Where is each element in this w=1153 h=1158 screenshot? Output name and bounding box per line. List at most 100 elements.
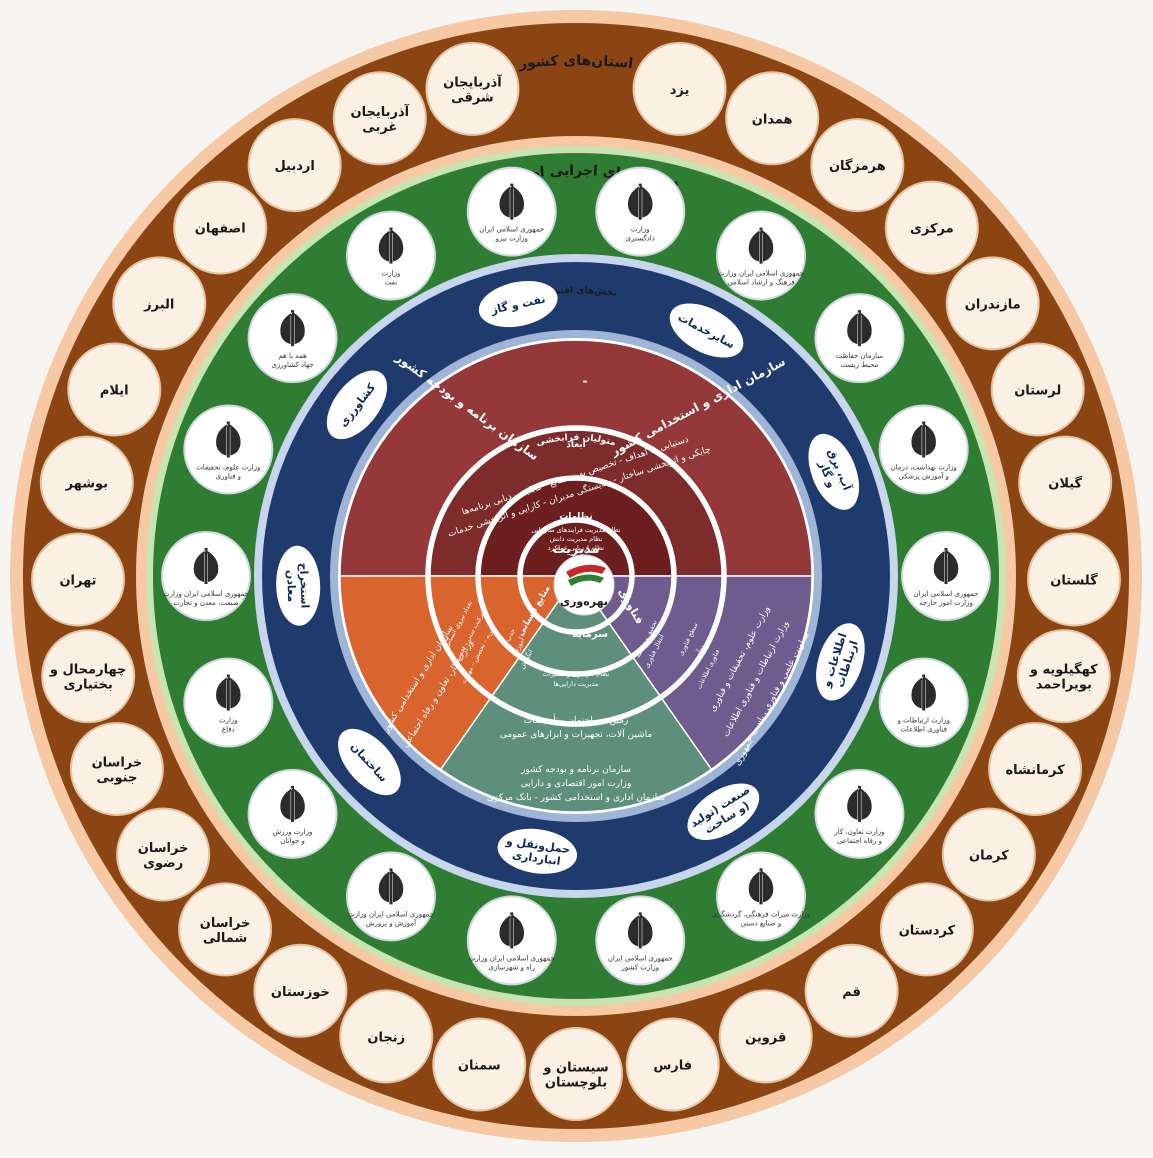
ministry-caption: وزارت علوم، تحقیقات — [196, 463, 260, 471]
custodian-capital-1: سازمان برنامه و بودجه کشور — [520, 765, 631, 775]
province-circle[interactable]: لرستان — [992, 343, 1084, 435]
province-label: قزوین — [745, 1030, 786, 1045]
province-label: گیلان — [1048, 476, 1082, 492]
ministry-caption: جمهوری اسلامی ایران — [608, 954, 673, 962]
province-label: شمالی — [203, 931, 247, 946]
ministry-caption: وزارت ارتباطات و — [897, 717, 950, 725]
custodian-capital-2: وزارت امور اقتصادی و دارایی — [521, 779, 632, 789]
ministry-caption: وزارت ورزش — [273, 828, 313, 836]
province-label: مازندران — [965, 297, 1021, 312]
ministry-caption: و فناوری — [216, 472, 241, 480]
ministry-caption: و آموزش پزشکی — [898, 471, 948, 480]
ministry-caption: دفاع — [222, 726, 235, 734]
subset-capital-1: نظام نگهداری و تعمیرات — [543, 670, 610, 678]
province-circle[interactable]: قم — [806, 945, 898, 1037]
province-label: مرکزی — [910, 222, 954, 237]
ministry-caption: و رفاه اجتماعی — [837, 837, 882, 845]
province-circle[interactable]: تهران — [32, 533, 124, 625]
province-label: سمنان — [458, 1059, 501, 1074]
province-circle[interactable]: اردبیل — [249, 119, 341, 211]
province-circle[interactable]: گلستان — [1028, 533, 1120, 625]
ministry-caption: وزارت کشور — [621, 963, 659, 971]
province-circle[interactable]: مرکزی — [886, 182, 978, 274]
core-management: مدیریت — [552, 542, 599, 557]
province-circle[interactable]: فارس — [627, 1019, 719, 1111]
dimensions-title: ابعاد — [566, 440, 586, 450]
province-circle[interactable]: قزوین — [720, 990, 812, 1082]
province-circle[interactable]: زنجان — [340, 990, 432, 1082]
province-label: رضوی — [143, 856, 183, 871]
province-label: خراسان — [200, 916, 251, 931]
ministry-caption: وزارت — [219, 717, 238, 725]
province-circle[interactable]: بوشهر — [41, 437, 133, 529]
province-circle[interactable]: سمنان — [433, 1019, 525, 1111]
province-circle[interactable]: مازندران — [947, 257, 1039, 349]
province-circle[interactable]: یزد — [634, 43, 726, 135]
ministry-caption: وزارت — [382, 270, 401, 278]
ministry-caption: وزارت نیرو — [495, 235, 528, 243]
ministry-caption: راه و شهرسازی — [488, 963, 535, 971]
ministry-caption: دادگستری — [626, 234, 655, 243]
province-circle[interactable]: البرز — [113, 257, 205, 349]
province-circle[interactable]: هرمزگان — [811, 119, 903, 211]
hub-label: بهره‌وری — [560, 595, 608, 608]
province-label: زنجان — [367, 1030, 405, 1045]
ministry-caption: وزارت میراث فرهنگی، گردشگری — [712, 909, 810, 918]
ministry-caption: فرهنگ و ارشاد اسلامی — [727, 278, 794, 287]
province-circle[interactable]: خوزستان — [254, 945, 346, 1037]
ministry-caption: وزارت امور خارجه — [919, 599, 973, 607]
ministry-caption: محیط زیست — [841, 361, 879, 369]
ministry-caption: جهاد کشاورزی — [271, 361, 313, 369]
province-label: آذربایجان — [351, 103, 410, 120]
ministry-caption: جمهوری اسلامی ایران وزارت — [348, 910, 434, 918]
province-label: فارس — [653, 1059, 692, 1074]
ministry-caption: فناوری اطلاعات — [900, 726, 947, 734]
province-circle[interactable]: گیلان — [1019, 437, 1111, 529]
province-label: بلوچستان — [545, 1076, 607, 1091]
dimension-capital-2: ماشین آلات، تجهیزات و ابزارهای عمومی — [500, 728, 653, 740]
province-circle[interactable]: کردستان — [881, 883, 973, 975]
province-label: کردستان — [899, 923, 956, 938]
subsets-title: نظامات — [559, 512, 593, 522]
province-circle[interactable]: کرمانشاه — [989, 723, 1081, 815]
province-circle[interactable]: همدان — [726, 72, 818, 164]
province-label: ایلام — [100, 383, 129, 398]
province-circle[interactable]: کرمان — [943, 808, 1035, 900]
core-capital: سرمایه — [572, 629, 608, 640]
province-circle[interactable]: ایلام — [68, 343, 160, 435]
province-label: بختیاری — [64, 678, 113, 693]
province-label: گلستان — [1050, 572, 1098, 588]
province-label: البرز — [143, 297, 174, 312]
province-circle[interactable]: اصفهان — [174, 182, 266, 274]
ministry-caption: سازمان حفاظت — [836, 352, 883, 360]
province-label: خراسان — [92, 755, 143, 770]
subset-management-1: نظام مدیریت فرایندهای سازمانی — [531, 526, 620, 534]
